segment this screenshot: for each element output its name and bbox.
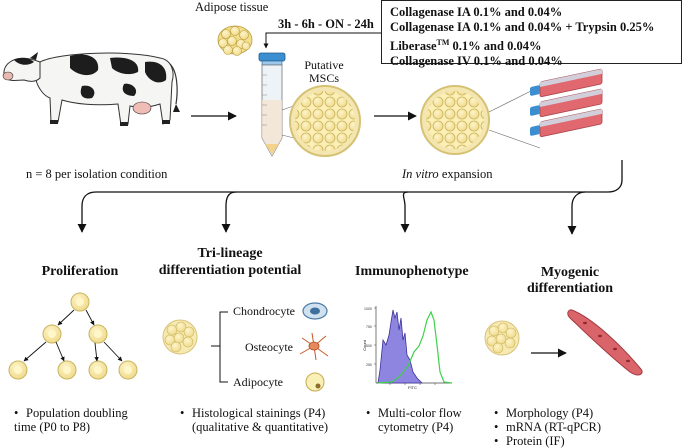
bullet-dot: •: [494, 420, 499, 434]
time-label: 3h - 6h - ON - 24h: [278, 17, 374, 31]
adipocyte-label: Adipocyte: [233, 375, 283, 389]
condition-line: LiberaseTM 0.1% and 0.04%: [390, 35, 681, 54]
isolation-conditions-box: Collagenase IA 0.1% and 0.04% Collagenas…: [381, 0, 682, 68]
adipose-tissue-label: Adipose tissue: [195, 0, 269, 14]
liberase-conc: 0.1% and 0.04%: [449, 39, 542, 54]
myogenic-illustration: [484, 309, 643, 376]
proliferation-bullets: • Population doubling time (P0 to P8): [14, 406, 128, 434]
list-item: • Histological stainings (P4): [180, 406, 328, 420]
myogenic-title-1: Myogenic: [540, 265, 600, 280]
list-item: • Morphology (P4): [494, 406, 601, 420]
bullet-text: Morphology (P4): [506, 406, 594, 420]
expansion-italic: In vitro: [402, 167, 439, 181]
bullet-text: mRNA (RT-qPCR): [506, 420, 601, 434]
expansion-label: In vitro expansion: [402, 167, 493, 182]
trilineage-illustration: [162, 302, 329, 392]
svg-text:1000: 1000: [364, 307, 372, 311]
liberase-name: Liberase: [390, 39, 437, 54]
flow-histogram: 1000 750 500 250: [364, 306, 453, 385]
bullet-text: (qualitative & quantitative): [192, 420, 329, 434]
time-arrow: [263, 32, 381, 49]
bullet-dot: •: [494, 406, 499, 420]
trademark-sup: TM: [436, 38, 450, 47]
condition-line: Collagenase IA 0.1% and 0.04%: [390, 5, 563, 19]
myogenic-title-2: differentiation: [526, 281, 614, 296]
culture-flasks: [530, 68, 603, 138]
bullet-dot: •: [180, 406, 185, 420]
branch-connector: [77, 160, 623, 235]
list-item: time (P0 to P8): [14, 420, 128, 434]
condition-line: Collagenase IA 0.1% and 0.04% + Trypsin …: [390, 20, 655, 34]
bullet-text: cytometry (P4): [378, 420, 454, 434]
myogenic-bullets: • Morphology (P4) • mRNA (RT-qPCR) • Protei…: [494, 406, 601, 448]
svg-text:750: 750: [366, 325, 372, 329]
bullet-text: Histological stainings (P4): [192, 406, 326, 420]
bullet-text: Population doubling: [26, 406, 128, 420]
adipose-tissue-blob: [217, 25, 253, 56]
bullet-text: Multi-color flow: [378, 406, 462, 420]
osteocyte-label: Osteocyte: [245, 340, 293, 354]
histogram-y-label: Count: [361, 340, 367, 351]
bullet-text: Protein (IF): [506, 434, 565, 448]
condition-line: Collagenase IV 0.1% and 0.04%: [390, 54, 563, 69]
bullet-dot: •: [366, 406, 371, 420]
immuno-title: Immunophenotype: [355, 264, 469, 279]
centrifuge-tube: [258, 52, 286, 157]
histogram-x-label: FITC: [408, 385, 417, 390]
list-item: • Protein (IF): [494, 434, 601, 448]
list-item: (qualitative & quantitative): [180, 420, 328, 434]
list-item: • mRNA (RT-qPCR): [494, 420, 601, 434]
trilineage-bullets: • Histological stainings (P4) (qualitativ…: [180, 406, 328, 434]
svg-text:250: 250: [366, 363, 372, 367]
list-item: cytometry (P4): [366, 420, 462, 434]
bullet-dot: •: [494, 434, 499, 448]
msc-cluster-zoom: [289, 85, 361, 157]
chondrocyte-label: Chondrocyte: [233, 304, 295, 318]
trilineage-title-1: Tri-lineage: [197, 246, 263, 261]
proliferation-tree: [8, 292, 138, 380]
cow-illustration: [2, 52, 180, 126]
bullet-dot: •: [14, 406, 19, 420]
list-item: • Population doubling: [14, 406, 128, 420]
expansion-rest: expansion: [438, 167, 493, 181]
list-item: • Multi-color flow: [366, 406, 462, 420]
immuno-bullets: • Multi-color flow cytometry (P4): [366, 406, 462, 434]
svg-text:500: 500: [366, 344, 372, 348]
trilineage-title-2: differentiation potential: [158, 263, 302, 278]
proliferation-title: Proliferation: [41, 264, 119, 279]
msc-cluster-expansion: [420, 85, 490, 155]
bullet-text: time (P0 to P8): [14, 420, 91, 434]
putative-msc-label: Putative MSCs: [304, 58, 344, 85]
n-label: n = 8 per isolation condition: [26, 167, 168, 181]
